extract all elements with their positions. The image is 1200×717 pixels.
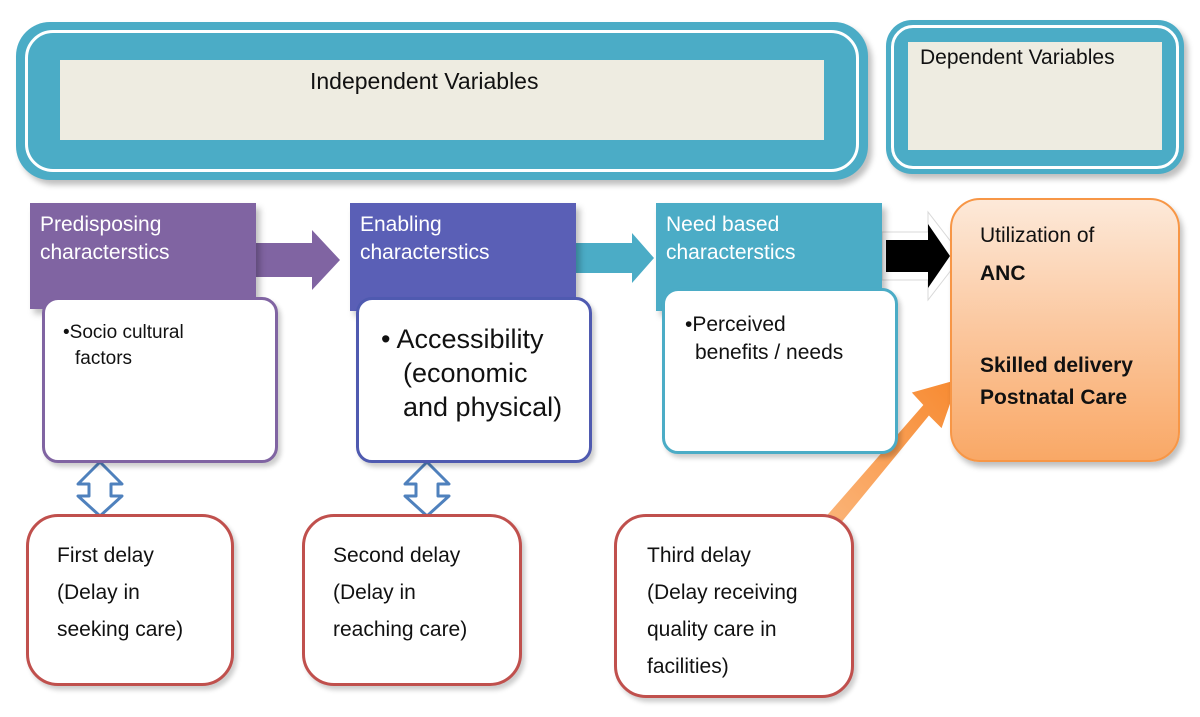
need-heading-line-1: Need based xyxy=(666,213,780,236)
independent-variables-label: Independent Variables xyxy=(310,68,539,94)
independent-banner-panel: Independent Variables xyxy=(60,60,824,140)
predisposing-bullet-line-1: •Socio cultural xyxy=(63,322,184,343)
enabling-header: Enabling characterstics xyxy=(350,203,576,311)
enabling-bullet-line-1: • Accessibility xyxy=(381,324,544,354)
postnatal-care-label: Postnatal Care xyxy=(980,386,1128,409)
third-delay-box: Third delay (Delay receiving quality car… xyxy=(614,514,854,698)
enabling-bullet: • Accessibility (economic and physical) xyxy=(381,322,562,424)
predisposing-header: Predisposing characterstics xyxy=(30,203,256,309)
independent-variables-banner: Independent Variables xyxy=(16,22,868,180)
dependent-banner-panel: Dependent Variables xyxy=(908,42,1162,150)
need-bullet-line-1: •Perceived xyxy=(685,313,786,336)
third-delay-line-4: facilities) xyxy=(647,655,729,678)
predisposing-bullet-line-2: factors xyxy=(75,348,133,369)
dependent-variables-label: Dependent Variables xyxy=(920,46,1115,69)
need-bullet-line-2: benefits / needs xyxy=(695,341,844,364)
arrow-enabling-to-need xyxy=(576,233,654,283)
utilization-outcome-box: Utilization of ANC Skilled delivery Post… xyxy=(950,198,1180,462)
first-delay-line-2: (Delay in xyxy=(57,581,140,604)
arrow-predisposing-to-enabling xyxy=(256,230,340,290)
predisposing-bullet: •Socio cultural factors xyxy=(63,320,184,372)
second-delay-line-3: reaching care) xyxy=(333,618,468,641)
anc-label: ANC xyxy=(980,262,1026,285)
predisposing-heading-line-2: characterstics xyxy=(40,241,170,264)
enabling-bullet-line-3: and physical) xyxy=(403,392,563,422)
dependent-banner-ring xyxy=(891,25,1179,169)
double-arrow-predisposing-first-delay xyxy=(76,460,124,518)
need-heading-line-2: characterstics xyxy=(666,241,796,264)
independent-banner-ring xyxy=(25,30,859,172)
double-arrow-enabling-second-delay xyxy=(403,460,451,518)
second-delay-line-1: Second delay xyxy=(333,544,461,567)
first-delay-line-3: seeking care) xyxy=(57,618,184,641)
dependent-variables-banner: Dependent Variables xyxy=(886,20,1184,174)
enabling-body: • Accessibility (economic and physical) xyxy=(356,297,592,463)
need-bullet: •Perceived benefits / needs xyxy=(685,311,843,367)
need-body: •Perceived benefits / needs xyxy=(662,288,898,454)
enabling-bullet-line-2: (economic xyxy=(403,358,528,388)
third-delay-line-2: (Delay receiving xyxy=(647,581,798,604)
utilization-heading: Utilization of xyxy=(980,224,1095,247)
predisposing-heading-line-1: Predisposing xyxy=(40,213,162,236)
third-delay-line-3: quality care in xyxy=(647,618,777,641)
skilled-delivery-label: Skilled delivery xyxy=(980,354,1133,377)
second-delay-line-2: (Delay in xyxy=(333,581,416,604)
arrow-need-to-outcome xyxy=(886,224,950,288)
enabling-heading-line-2: characterstics xyxy=(360,241,490,264)
enabling-heading-line-1: Enabling xyxy=(360,213,442,236)
predisposing-body: •Socio cultural factors xyxy=(42,297,278,463)
first-delay-box: First delay (Delay in seeking care) xyxy=(26,514,234,686)
second-delay-box: Second delay (Delay in reaching care) xyxy=(302,514,522,686)
first-delay-line-1: First delay xyxy=(57,544,154,567)
third-delay-line-1: Third delay xyxy=(647,544,751,567)
